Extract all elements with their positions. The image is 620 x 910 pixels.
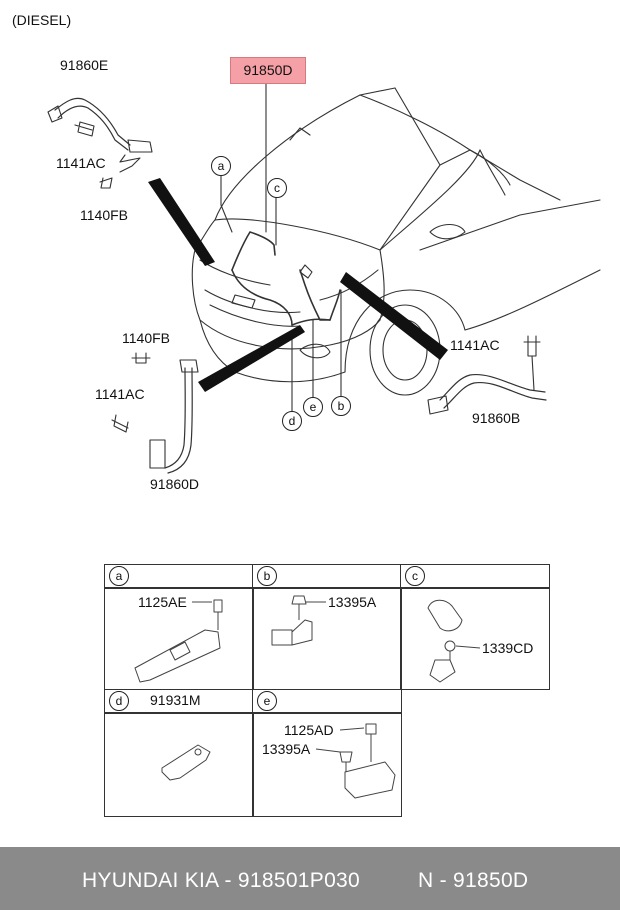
clip-b-drawing	[271, 619, 313, 646]
car-foglamp	[299, 343, 331, 359]
legend-key-e: e	[257, 691, 277, 711]
car-a-pillar	[469, 149, 561, 201]
part-label-1140FB-top[interactable]: 1140FB	[80, 207, 128, 223]
bracket-e-drawing	[344, 761, 396, 799]
legend-part-91931M[interactable]: 91931M	[150, 692, 201, 708]
cable-91860B	[439, 373, 546, 401]
sweep-line-bottom	[198, 325, 305, 392]
footer-brand-partno: HYUNDAI KIA - 918501P030	[82, 869, 361, 892]
legend-cell-c	[400, 588, 550, 690]
legend-part-13395A-b[interactable]: 13395A	[328, 594, 377, 610]
legend-key-a: a	[109, 566, 129, 586]
callout-d[interactable]: d	[282, 411, 302, 431]
callout-b[interactable]: b	[331, 396, 351, 416]
bracket-a-drawing	[134, 629, 221, 683]
part-label-1141AC-right[interactable]: 1141AC	[450, 337, 500, 353]
harness-wire	[231, 231, 276, 271]
legend-part-1339CD[interactable]: 1339CD	[482, 640, 534, 656]
grommet-c-drawing	[427, 599, 463, 632]
footer-bar: HYUNDAI KIA - 918501P030 N - 91850D	[0, 847, 620, 910]
legend-key-d: d	[109, 691, 129, 711]
callout-c[interactable]: c	[267, 178, 287, 198]
part-label-1141AC-top[interactable]: 1141AC	[56, 155, 106, 171]
car-wheel-arch	[344, 289, 466, 373]
legend-cell-b	[252, 588, 402, 690]
callout-e[interactable]: e	[303, 397, 323, 417]
part-label-1140FB-left[interactable]: 1140FB	[122, 330, 170, 346]
part-label-91860B[interactable]: 91860B	[472, 410, 521, 426]
footer-ref: N - 91850D	[418, 869, 529, 892]
part-label-1141AC-left[interactable]: 1141AC	[95, 386, 145, 402]
callout-a[interactable]: a	[211, 156, 231, 176]
part-label-91860D[interactable]: 91860D	[150, 476, 200, 492]
car-windshield	[379, 149, 471, 251]
legend-key-b: b	[257, 566, 277, 586]
legend-cell-e	[252, 713, 402, 817]
legend-key-c: c	[405, 566, 425, 586]
part-label-91860E[interactable]: 91860E	[60, 57, 109, 73]
legend-header-a: a	[104, 564, 254, 588]
legend-header-b: b	[252, 564, 402, 588]
car-mirror	[429, 223, 466, 240]
legend-cell-d	[104, 713, 254, 817]
car-front-bumper	[191, 249, 381, 350]
legend-header-e: e	[252, 689, 402, 713]
cable-91860E	[54, 97, 131, 146]
legend-header-d: d	[104, 689, 254, 713]
bracket-d-drawing	[161, 744, 211, 781]
sweep-line-left	[148, 178, 215, 266]
legend-part-1125AE[interactable]: 1125AE	[138, 594, 187, 610]
sweep-line-right	[340, 272, 448, 360]
car-hood-outline	[214, 87, 396, 221]
cable-91860D	[164, 367, 186, 469]
legend-header-c: c	[400, 564, 550, 588]
legend-part-13395A-e[interactable]: 13395A	[262, 741, 311, 757]
legend-part-1125AD[interactable]: 1125AD	[284, 722, 334, 738]
highlighted-part-label[interactable]: 91850D	[230, 57, 306, 84]
variant-label: (DIESEL)	[12, 12, 72, 28]
